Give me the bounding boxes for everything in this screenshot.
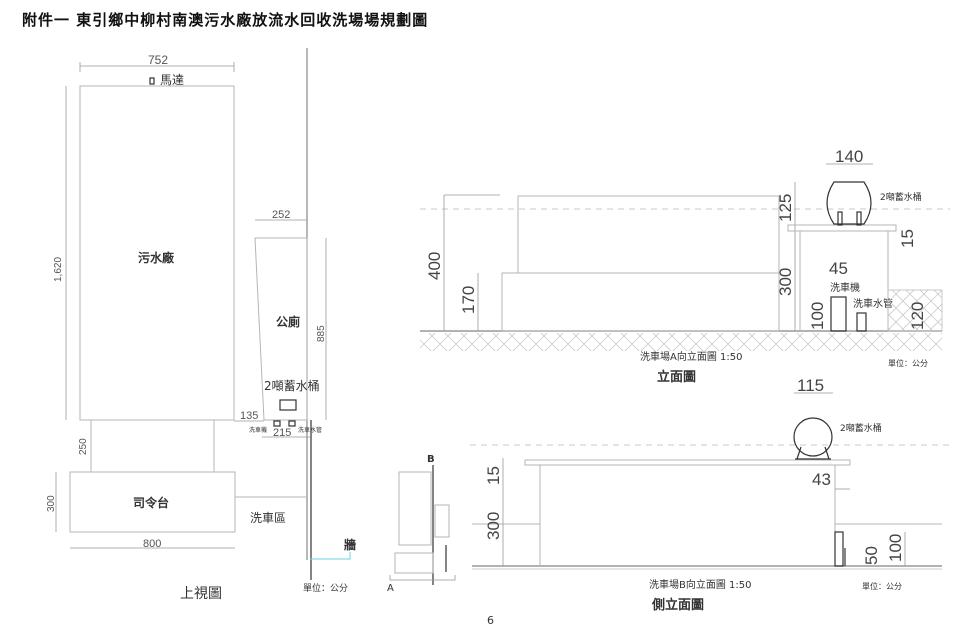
plan-toilet — [434, 504, 450, 538]
label-wash-area: 洗車區 — [250, 511, 286, 525]
unit-note-top: 單位：公分 — [303, 582, 348, 594]
pipe-icon — [288, 420, 296, 427]
label-wall: 牆 — [344, 537, 356, 552]
label-washer-top: 洗車機 — [249, 426, 267, 434]
washer-machine-icon — [830, 296, 847, 332]
ground-hatch — [420, 333, 942, 351]
dim-offset-135: 135 — [240, 410, 258, 422]
lower-building — [501, 272, 780, 332]
top-view: 752 馬達 污水廠 1,620 252 公廁 885 2噸蓄水桶 135 洗車… — [46, 48, 356, 602]
water-tank-icon — [793, 417, 833, 457]
caption-elevation-b: 側立面圖 — [651, 597, 704, 613]
water-pipe-icon — [856, 312, 867, 332]
label-washer-a: 洗車機 — [830, 281, 860, 294]
stage-building — [69, 471, 236, 533]
washer-machine-icon — [834, 531, 844, 567]
dim-washer-width: 45 — [829, 259, 848, 278]
unit-note-a: 單位：公分 — [888, 358, 928, 368]
label-tank-a: 2噸蓄水桶 — [880, 191, 922, 203]
label-motor: 馬達 — [160, 73, 184, 87]
dim-toilet-width: 252 — [272, 209, 290, 221]
dim-tank-width-b: 115 — [797, 376, 824, 395]
marker-a: A — [387, 583, 394, 594]
plan-building — [398, 471, 432, 546]
dim-plant-length: 1,620 — [53, 257, 64, 282]
marker-b: B — [427, 454, 435, 465]
label-pipe-a: 洗車水管 — [853, 297, 893, 310]
dim-plant-width: 752 — [148, 53, 168, 67]
subcaption-elevation-a: 洗車場A向立面圖 1:50 — [640, 350, 742, 363]
dim-tank-width: 140 — [835, 147, 863, 166]
key-plan: B A — [387, 454, 456, 594]
page-number: 6 — [487, 614, 494, 627]
dim-offset-43: 43 — [812, 470, 831, 489]
caption-top-view: 上視圖 — [180, 586, 222, 602]
dim-stage-depth: 300 — [46, 495, 57, 512]
caption-elevation-a: 立面圖 — [657, 369, 696, 385]
washer-icon — [273, 420, 281, 427]
dim-slab-b: 15 — [484, 466, 503, 485]
dim-washer-height-b: 100 — [886, 534, 905, 562]
upper-building — [517, 195, 780, 274]
tank-icon — [279, 399, 297, 411]
dim-lower-height: 170 — [459, 286, 478, 314]
sewage-plant-building — [79, 85, 235, 421]
fence-hatch — [887, 289, 943, 332]
dim-pipe-height: 50 — [862, 546, 881, 565]
section-a-line — [389, 575, 456, 581]
label-plant: 污水廠 — [138, 250, 175, 265]
elevation-a: 400 170 125 300 15 140 2噸蓄水桶 45 洗車機 100 … — [420, 147, 950, 385]
tank-slab — [787, 224, 897, 232]
dim-wall-height-b: 300 — [484, 512, 503, 540]
dim-gap-250: 250 — [78, 438, 89, 455]
label-pipe-top: 洗車水管 — [298, 426, 322, 434]
roof-slab — [524, 459, 851, 466]
dim-building-height: 400 — [425, 252, 444, 280]
water-tank-icon — [826, 181, 872, 225]
tank-stand — [795, 446, 831, 460]
toilet-building — [254, 237, 308, 421]
tank-leg — [837, 211, 843, 226]
label-toilet: 公廁 — [276, 314, 300, 329]
dim-slab: 15 — [898, 229, 917, 248]
dim-washer-height: 100 — [808, 302, 827, 330]
dim-stage-width: 800 — [143, 538, 161, 550]
tank-leg — [856, 211, 862, 226]
dim-wall-height: 300 — [776, 268, 795, 296]
motor-icon — [149, 77, 155, 85]
subcaption-elevation-b: 洗車場B向立面圖 1:50 — [649, 578, 752, 591]
wall-leader-line — [310, 552, 351, 560]
elevation-b: 15 300 115 2噸蓄水桶 43 50 100 洗車場B向立面圖 1:50… — [470, 376, 950, 613]
unit-note-b: 單位：公分 — [862, 581, 902, 591]
document-title: 附件一 東引鄉中柳村南澳污水廠放流水回收洗場場規劃圖 — [22, 11, 429, 29]
dim-fence-height: 120 — [908, 302, 927, 330]
dim-width-215: 215 — [273, 427, 291, 439]
dim-tank-height: 125 — [776, 194, 795, 222]
label-tank-top: 2噸蓄水桶 — [264, 378, 320, 393]
plan-stage — [394, 552, 434, 574]
label-stage: 司令台 — [133, 495, 169, 510]
dim-toilet-length: 885 — [316, 325, 327, 342]
label-tank-b: 2噸蓄水桶 — [840, 422, 882, 434]
